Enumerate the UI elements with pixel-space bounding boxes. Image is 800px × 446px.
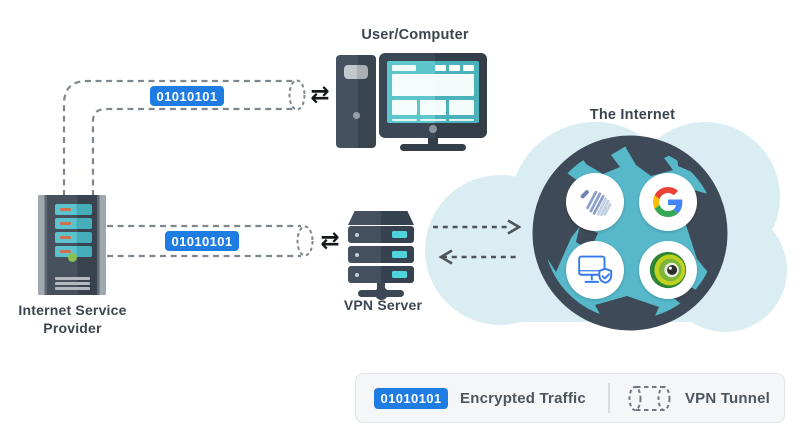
webpage-text-columns [392,119,474,123]
isp-rail-right [97,195,106,295]
striped-v-logo-icon [580,190,612,217]
pc-monitor-neck [428,138,438,145]
legend-tunnel-label: VPN Tunnel [684,389,770,407]
isp-vent-line [55,277,90,280]
isp-vent-line [55,287,90,290]
legend-divider [607,383,610,413]
legend: 01010101 Encrypted Traffic VPN Tunnel [355,373,785,423]
pc-tower-drive-slot [344,65,368,79]
vpn-server-lid [348,211,414,225]
service-striped-logo [566,173,624,231]
server-bay [55,204,92,215]
legend-encrypted-label: Encrypted Traffic [460,389,586,407]
pc-tower-power-button [353,112,360,119]
isp-rail-left [38,195,47,295]
webpage-nav-items [435,65,474,71]
vpn-tunnel-icon [628,385,671,411]
webpage-banner-block [392,74,474,96]
vpn-server-hub [374,287,388,300]
green-eye-logo-icon [649,251,687,289]
google-g-logo-icon [653,187,683,217]
isp-server-tower [38,195,106,295]
vpn-server-label: VPN Server [343,297,423,313]
webpage-cards-row [392,100,474,115]
pc-monitor-screen [387,61,479,123]
webpage-navbar [392,65,474,71]
globe-illustration [532,135,728,331]
vpn-server-unit [348,226,414,243]
encrypted-traffic-badge-top: 01010101 [150,86,224,106]
internet-label: The Internet [589,107,676,123]
server-bay [55,218,92,229]
pc-monitor-button [429,125,437,133]
user-computer-label: User/Computer [361,27,469,43]
vpn-server-unit [348,266,414,283]
webpage-logo-block [392,65,416,71]
vpn-server-unit [348,246,414,263]
isp-label-line2: Provider [43,320,102,337]
service-green-eye [639,241,697,299]
isp-label-line1: Internet Service [18,302,127,318]
tunnel-top-opening [288,79,306,111]
secure-monitor-shield-icon [578,255,613,284]
globe [527,130,733,336]
pc-tower [336,55,376,148]
service-secure-computer [566,241,624,299]
pc-monitor-stand [400,144,466,151]
pc-monitor [379,53,487,138]
isp-vent-line [55,282,90,285]
server-bay [55,246,92,257]
server-bay [55,232,92,243]
swap-arrows-icon: ⇄ [310,82,330,108]
legend-encrypted-badge: 01010101 [374,387,448,409]
tunnel-top-inner-line [91,107,294,196]
swap-arrows-icon: ⇄ [320,228,340,254]
isp-label: Internet Service Provider [0,301,145,337]
service-google [639,173,697,231]
encrypted-traffic-badge-middle: 01010101 [165,231,239,251]
isp-led-light [68,253,77,262]
tunnel-mid-opening [296,225,314,257]
